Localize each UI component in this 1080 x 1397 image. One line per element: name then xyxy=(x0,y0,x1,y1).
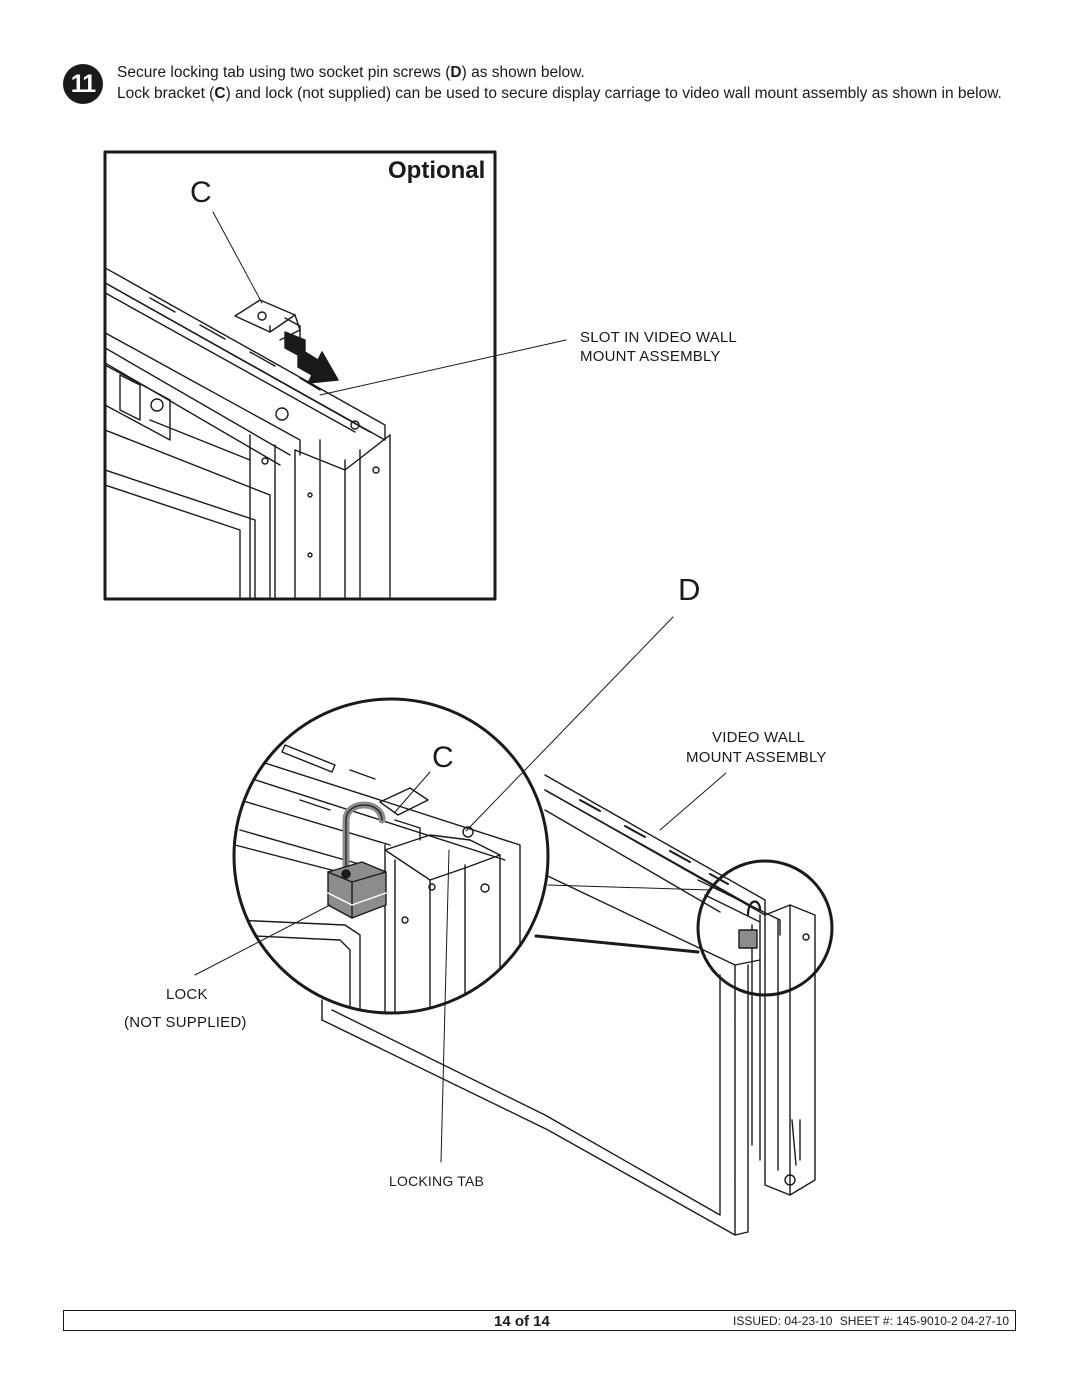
instruction-text: Secure locking tab using two socket pin … xyxy=(117,64,451,81)
instruction-text: Lock bracket ( xyxy=(117,85,215,102)
mount-label-line-2: MOUNT ASSEMBLY xyxy=(686,749,827,766)
page-number: 14 of 14 xyxy=(494,1313,550,1330)
issue-info: ISSUED: 04-23-10 SHEET #: 145-9010-2 04-… xyxy=(729,1311,1009,1332)
slot-label-line-1: SLOT IN VIDEO WALL xyxy=(580,329,737,346)
step-number-badge: 11 xyxy=(63,64,103,104)
callout-c-top: C xyxy=(190,176,212,209)
sheet-number: SHEET #: 145-9010-2 04-27-10 xyxy=(839,1314,1009,1328)
lock-label-line-2: (NOT SUPPLIED) xyxy=(124,1014,247,1031)
part-key-c: C xyxy=(214,85,226,102)
optional-frame xyxy=(103,150,497,601)
mount-label-line-1: VIDEO WALL xyxy=(712,729,806,746)
callout-d: D xyxy=(678,572,701,607)
video-wall-figure xyxy=(194,616,834,1236)
instruction-text: ) and lock (not supplied) can be used to… xyxy=(225,85,1002,102)
small-lock xyxy=(738,900,762,949)
instruction-line-1: Secure locking tab using two socket pin … xyxy=(117,62,1017,83)
optional-title: Optional xyxy=(388,157,486,184)
detail-circle-large xyxy=(232,697,550,1015)
instruction-text: ) as shown below. xyxy=(461,64,585,81)
locking-tab-label: LOCKING TAB xyxy=(389,1173,485,1189)
callout-c-bottom: C xyxy=(432,741,454,774)
issued-date: ISSUED: 04-23-10 xyxy=(733,1314,833,1328)
optional-detail-figure xyxy=(103,150,567,601)
instruction-line-2: Lock bracket (C) and lock (not supplied)… xyxy=(117,83,1017,104)
detail-circle-small xyxy=(696,859,834,997)
slot-label-line-2: MOUNT ASSEMBLY xyxy=(580,348,721,365)
page-footer: 14 of 14 ISSUED: 04-23-10 SHEET #: 145-9… xyxy=(63,1310,1016,1331)
lock-label-line-1: LOCK xyxy=(166,986,208,1003)
part-key-d: D xyxy=(450,64,462,81)
instructions: Secure locking tab using two socket pin … xyxy=(117,62,1017,104)
